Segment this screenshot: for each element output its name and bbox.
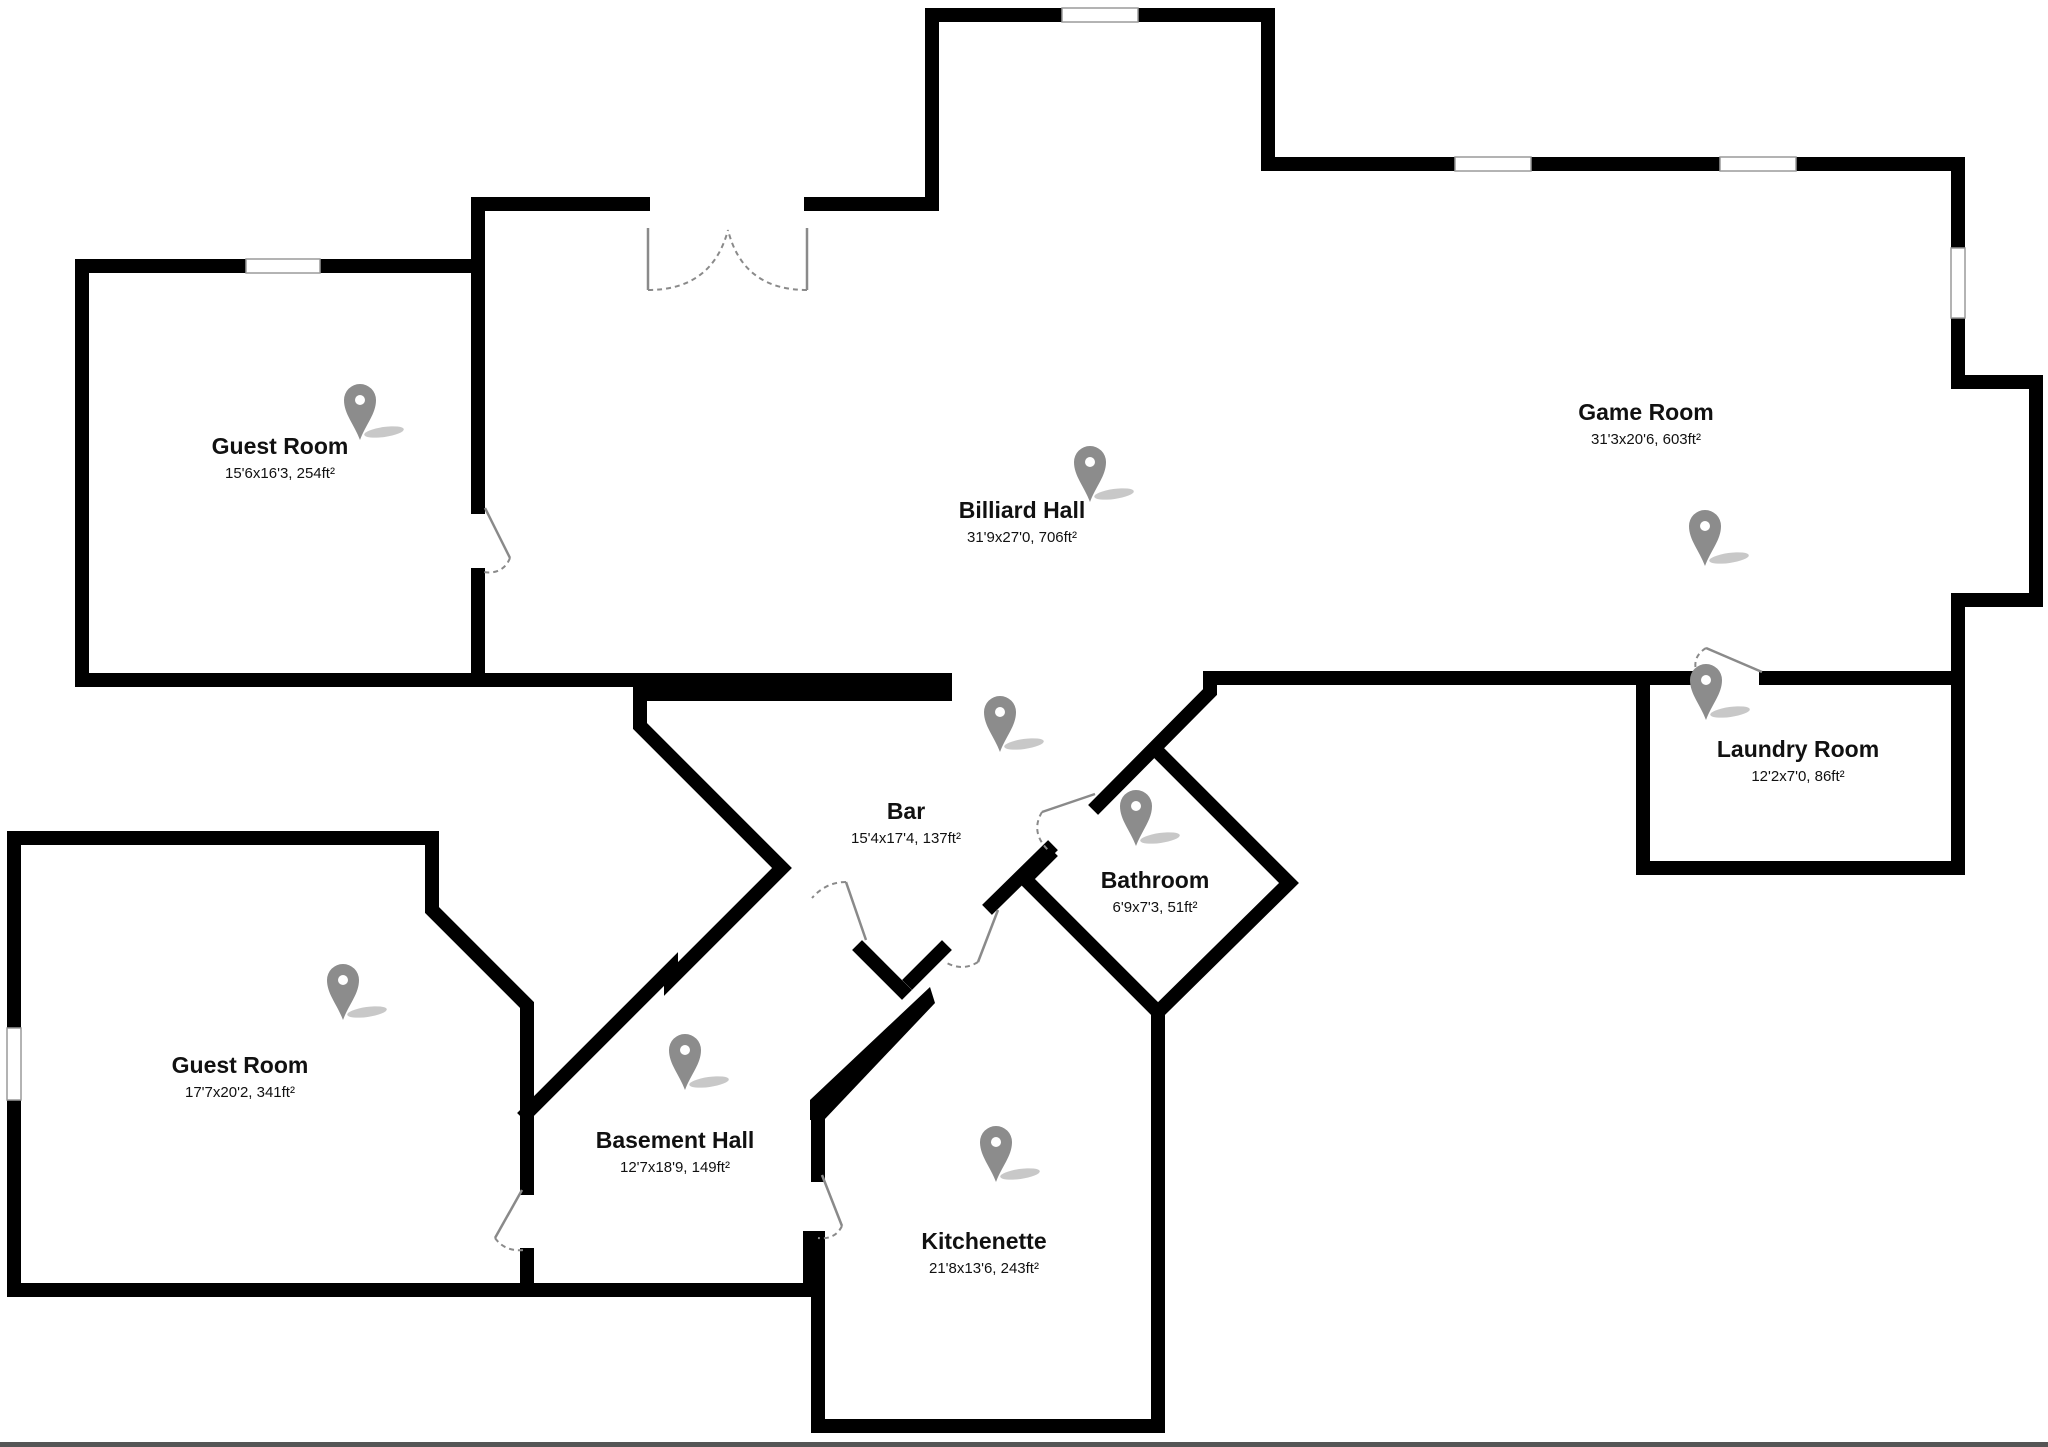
wall-kitchenette bbox=[811, 1005, 1165, 1433]
room-labels: Guest Room 15'6x16'3, 254ft² Billiard Ha… bbox=[172, 399, 1880, 1277]
room-dims-kitchenette: 21'8x13'6, 243ft² bbox=[929, 1260, 1039, 1277]
map-pin-icon bbox=[984, 696, 1044, 752]
wall-billiard-west bbox=[471, 197, 650, 514]
bottom-border bbox=[0, 1442, 2048, 1447]
room-name-basement-hall: Basement Hall bbox=[596, 1127, 755, 1153]
wall-thick-diagonal bbox=[810, 987, 935, 1120]
window-game-room-east bbox=[1950, 247, 1966, 319]
map-pin-icon bbox=[1689, 510, 1749, 566]
room-dims-guest-room-2: 17'7x20'2, 341ft² bbox=[185, 1084, 295, 1101]
map-pin-icon bbox=[669, 1034, 729, 1090]
door-kitchenette bbox=[817, 1174, 844, 1240]
wall-north-alcove bbox=[804, 8, 2043, 685]
markers bbox=[327, 384, 1750, 1182]
wall-bar-east-upper bbox=[1088, 671, 1217, 815]
room-name-game-room: Game Room bbox=[1578, 399, 1713, 425]
map-pin-icon bbox=[344, 384, 404, 440]
room-dims-billiard-hall: 31'9x27'0, 706ft² bbox=[967, 529, 1077, 546]
wall-guest-room-2-door-jamb bbox=[520, 1231, 817, 1297]
room-dims-bathroom: 6'9x7'3, 51ft² bbox=[1113, 899, 1198, 916]
room-dims-guest-room-1: 15'6x16'3, 254ft² bbox=[225, 465, 335, 482]
room-dims-basement-hall: 12'7x18'9, 149ft² bbox=[620, 1159, 730, 1176]
window-game-room-1 bbox=[1454, 156, 1532, 172]
map-pin-icon bbox=[980, 1126, 1040, 1182]
room-dims-bar: 15'4x17'4, 137ft² bbox=[851, 830, 961, 847]
window-guest-room-1 bbox=[245, 258, 321, 274]
room-name-kitchenette: Kitchenette bbox=[921, 1228, 1046, 1254]
door-bathroom bbox=[1036, 792, 1096, 851]
window-game-room-2 bbox=[1719, 156, 1797, 172]
doors bbox=[482, 228, 1763, 1252]
room-name-laundry-room: Laundry Room bbox=[1717, 736, 1879, 762]
wall-laundry-room bbox=[1636, 671, 1965, 875]
door-bar-kitchenette bbox=[944, 909, 1000, 968]
wall-guest-room-2 bbox=[7, 831, 534, 1297]
walls bbox=[7, 8, 2043, 1433]
room-name-bar: Bar bbox=[887, 798, 925, 824]
wall-bar-west bbox=[517, 715, 792, 1123]
room-dims-laundry-room: 12'2x7'0, 86ft² bbox=[1751, 768, 1844, 785]
room-dims-game-room: 31'3x20'6, 603ft² bbox=[1591, 431, 1701, 448]
room-name-billiard-hall: Billiard Hall bbox=[959, 497, 1086, 523]
map-pin-icon bbox=[1074, 446, 1134, 502]
window-guest-room-2 bbox=[6, 1027, 22, 1101]
window-north-alcove bbox=[1061, 7, 1139, 23]
wall-billiard-west-lower bbox=[471, 568, 952, 729]
wall-bar-south-stub-2 bbox=[902, 940, 952, 990]
map-pin-icon bbox=[1690, 664, 1750, 720]
room-name-guest-room-1: Guest Room bbox=[212, 433, 349, 459]
door-bar-basement-hall bbox=[811, 881, 868, 941]
wall-bar-east-lower bbox=[982, 840, 1058, 915]
room-name-guest-room-2: Guest Room bbox=[172, 1052, 309, 1078]
map-pin-icon bbox=[1120, 790, 1180, 846]
door-guest-room-1 bbox=[482, 507, 512, 574]
map-pin-icon bbox=[327, 964, 387, 1020]
room-name-bathroom: Bathroom bbox=[1101, 867, 1210, 893]
door-guest-room-2 bbox=[493, 1189, 525, 1252]
door-billiard-double bbox=[646, 228, 809, 291]
wall-bar-south-stub-1 bbox=[852, 940, 912, 1000]
windows bbox=[6, 7, 1966, 1101]
